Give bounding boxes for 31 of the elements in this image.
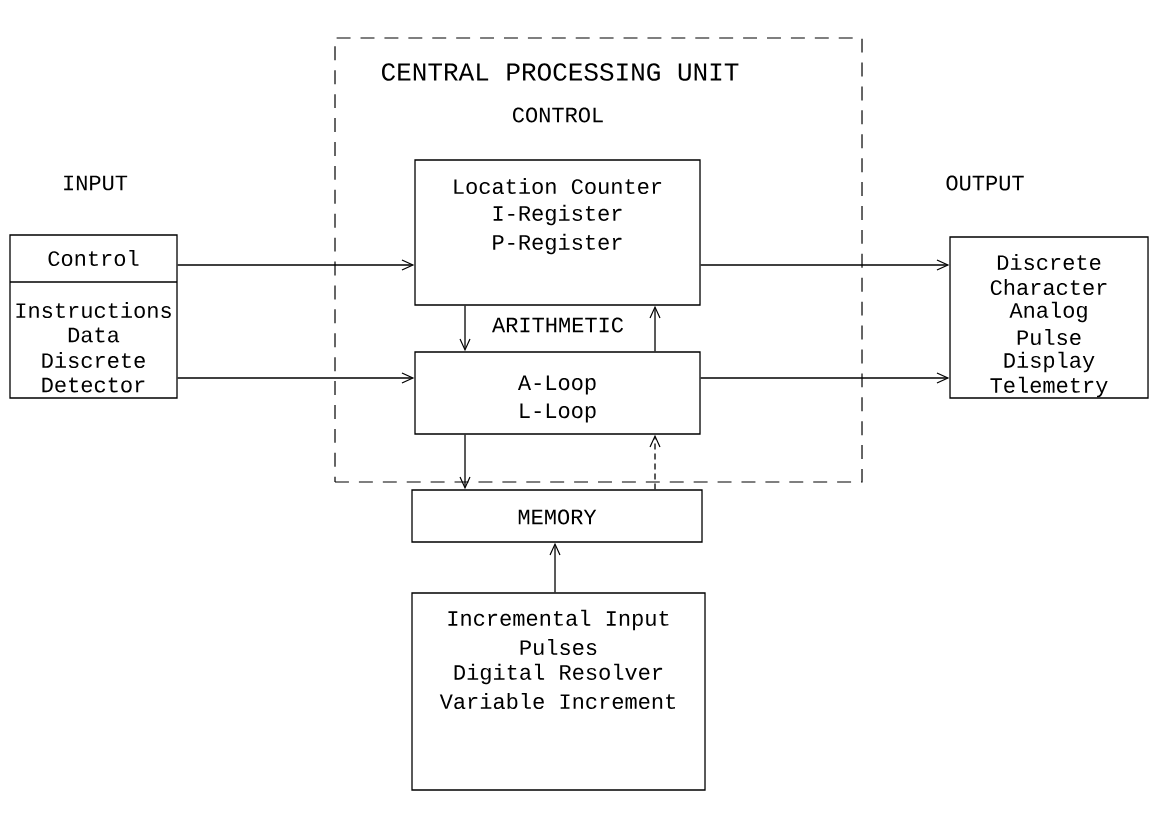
- node-label: Display: [1004, 351, 1095, 373]
- arrow: [700, 259, 950, 271]
- box-heading: OUTPUT: [946, 175, 1024, 191]
- process-box: A-Loop L-Loop: [414, 351, 701, 435]
- process-box: Discrete Character Analog Pulse Display Telemetry: [949, 236, 1149, 399]
- node-label: Analog: [1009, 301, 1087, 323]
- process-box: Control Instructions Data Discrete Detector: [9, 234, 178, 399]
- arrow: [700, 372, 950, 384]
- node-label: Data: [68, 327, 120, 343]
- arrow: [649, 305, 661, 352]
- process-box: Incremental Input Pulses Digital Resolver Variable Increment: [411, 592, 706, 791]
- node-label: Discrete: [42, 351, 145, 369]
- arrow: [177, 259, 415, 271]
- node-label: Discrete: [997, 253, 1101, 271]
- arrow: [177, 372, 415, 384]
- node-label: Character: [990, 278, 1107, 296]
- process-box: Location Counter I-Register P-Register: [414, 159, 701, 306]
- box-heading: ARITHMETIC: [492, 317, 624, 333]
- node-label: Telemetry: [990, 376, 1108, 398]
- node-label: Control: [48, 249, 139, 267]
- node-label: Pulse: [1017, 328, 1081, 346]
- box-heading: CONTROL: [513, 107, 603, 123]
- process-box: MEMORY: [411, 489, 703, 543]
- arrow: [459, 305, 471, 352]
- node-label: Detector: [42, 377, 145, 393]
- node-label: Instructions: [16, 301, 171, 319]
- arrow: [649, 434, 661, 490]
- box-heading: INPUT: [64, 175, 128, 191]
- box-heading: CENTRAL PROCESSING UNIT: [382, 63, 739, 81]
- arrow: [459, 434, 471, 490]
- arrow: [549, 542, 561, 593]
